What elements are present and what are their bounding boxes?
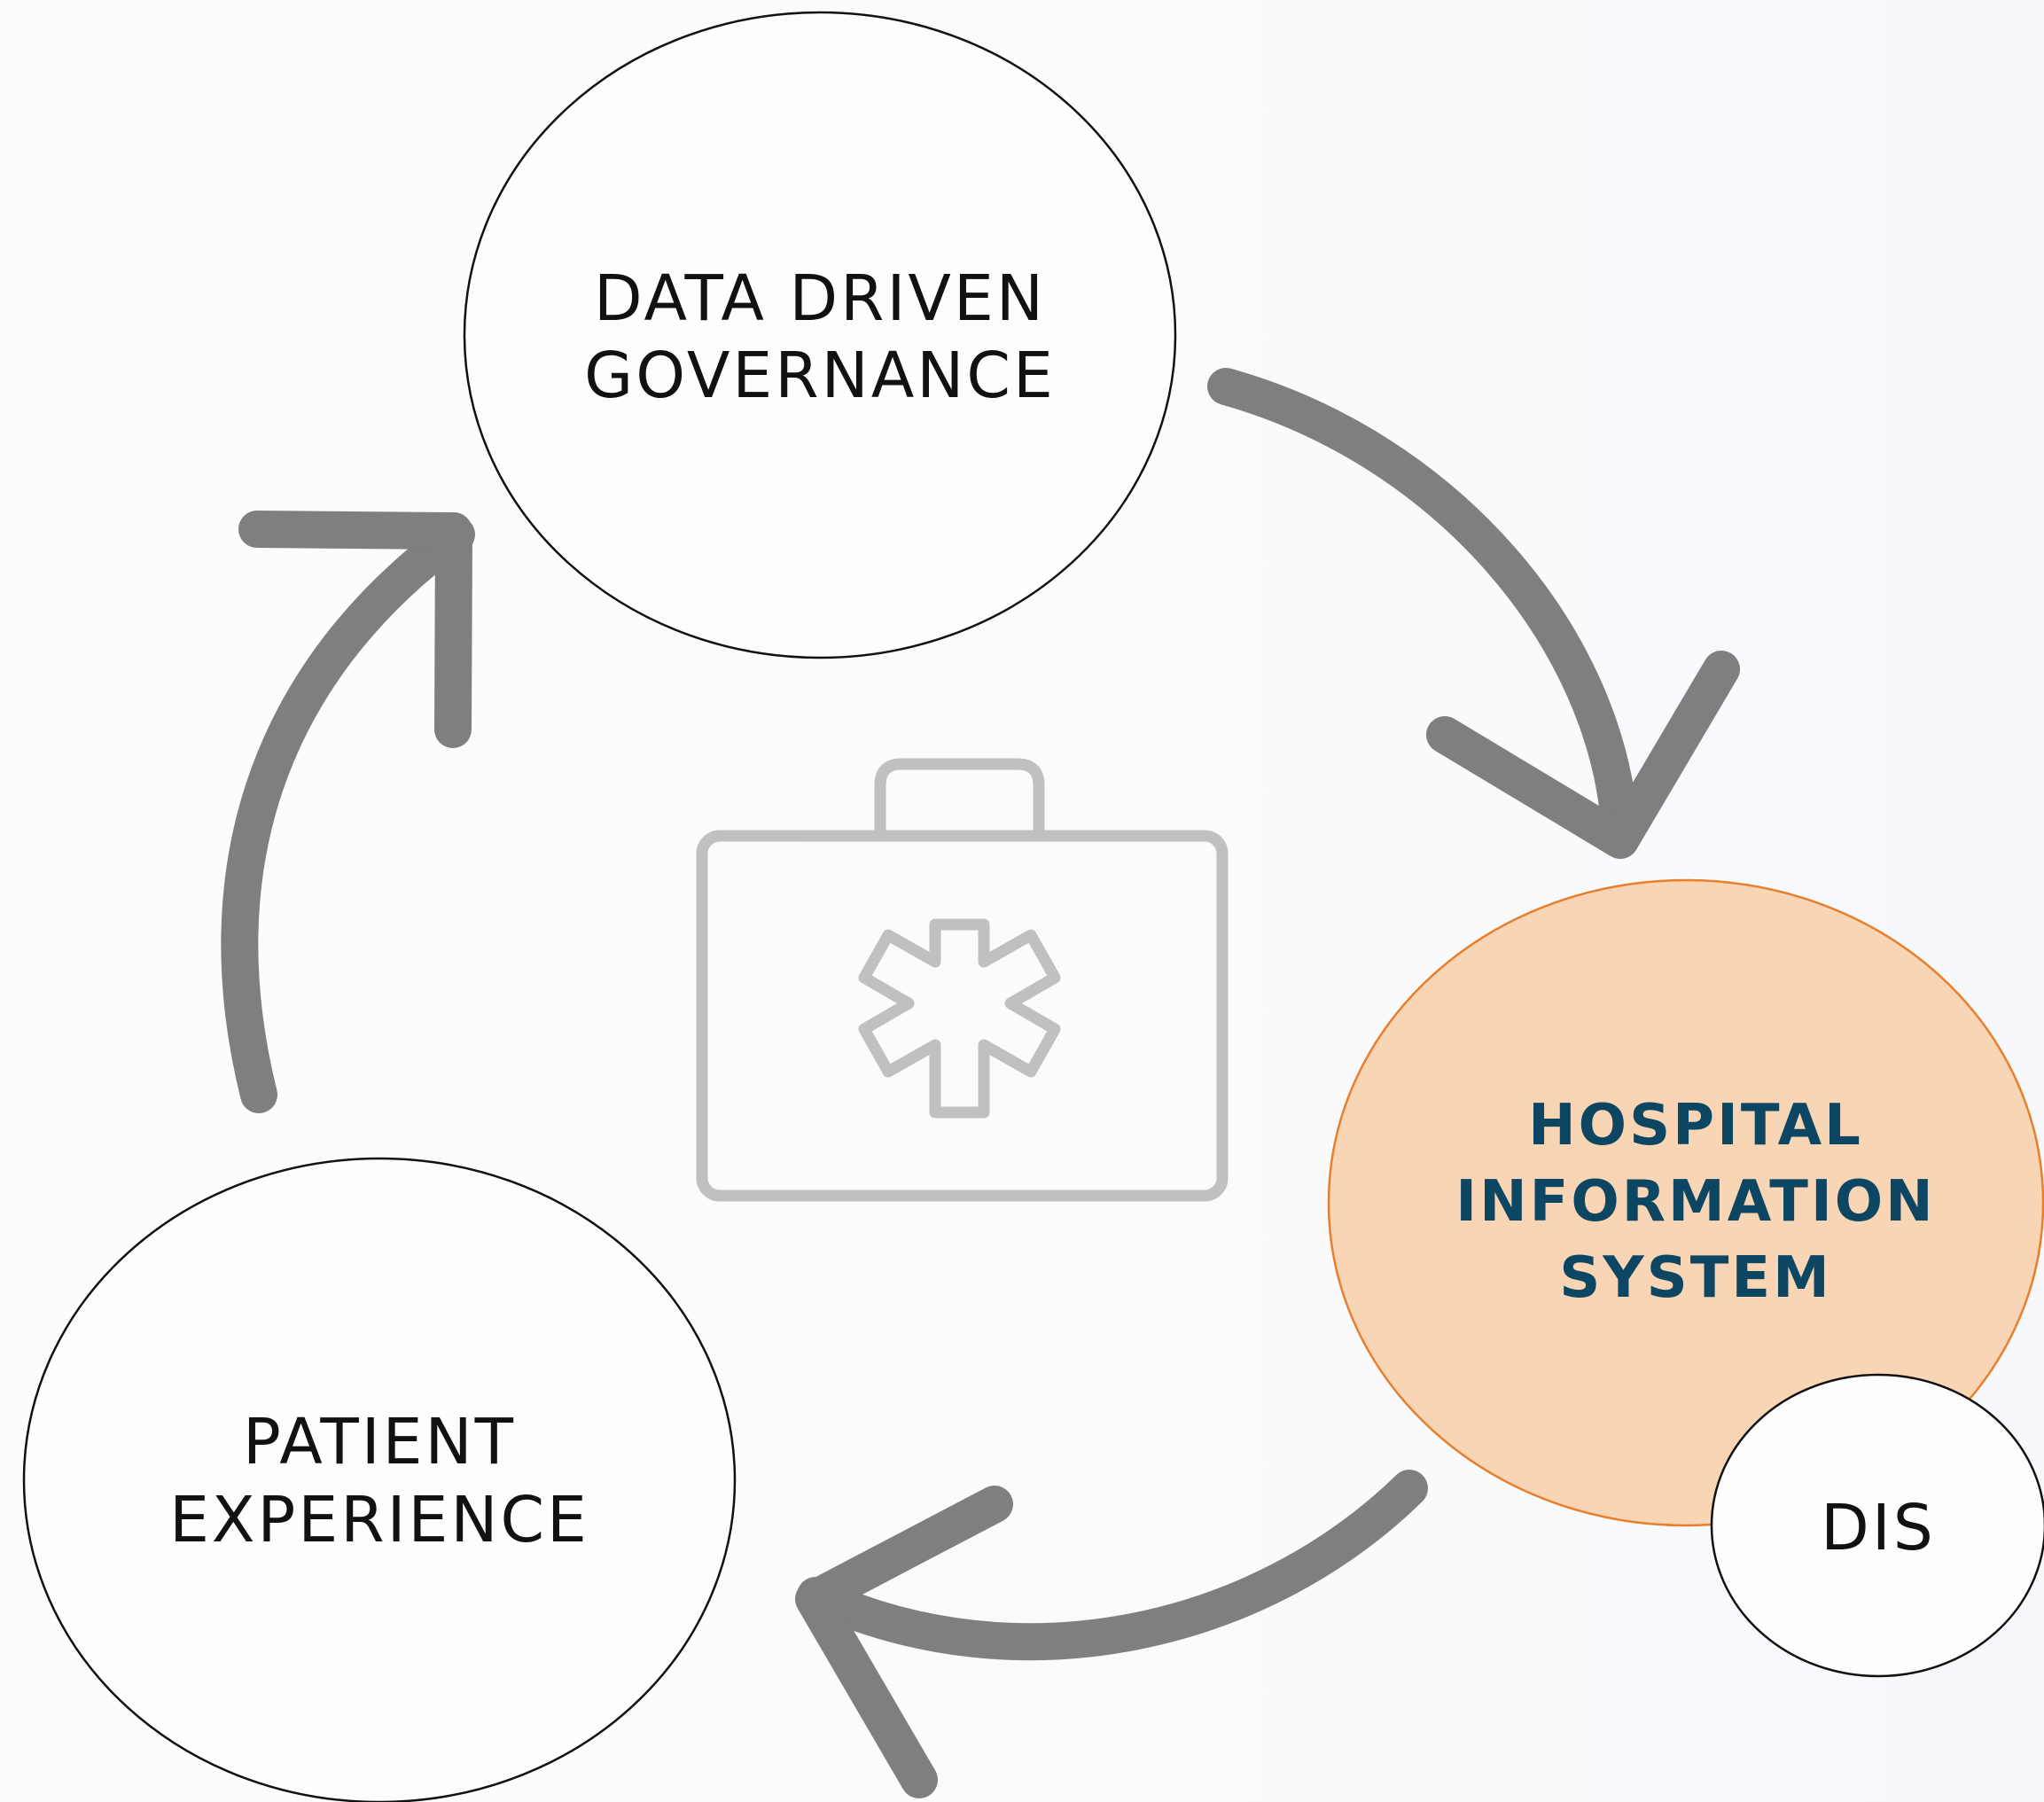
governance-label-line1: DATA DRIVEN xyxy=(594,261,1046,335)
arrow-patient-to-governance xyxy=(221,511,475,1113)
node-data-driven-governance: DATA DRIVEN GOVERNANCE xyxy=(463,11,1177,659)
patient-label-line2: EXPERIENCE xyxy=(169,1483,589,1556)
patient-label-line1: PATIENT xyxy=(243,1405,516,1478)
node-dis: DIS xyxy=(1710,1373,2044,1678)
arrow-governance-to-his xyxy=(1207,368,1740,859)
node-hospital-information-system: HOSPITAL INFORMATION SYSTEM xyxy=(1327,878,2044,1527)
node-patient-experience: PATIENT EXPERIENCE xyxy=(22,1157,737,1802)
his-label-line3: SYSTEM xyxy=(1559,1245,1832,1311)
his-label-line1: HOSPITAL xyxy=(1528,1093,1863,1158)
arrow-his-to-patient xyxy=(795,1470,1428,1798)
dis-label: DIS xyxy=(1821,1491,1936,1564)
his-label-line2: INFORMATION xyxy=(1455,1169,1935,1235)
medical-kit-icon xyxy=(696,758,1229,1202)
governance-label-line2: GOVERNANCE xyxy=(584,339,1056,412)
